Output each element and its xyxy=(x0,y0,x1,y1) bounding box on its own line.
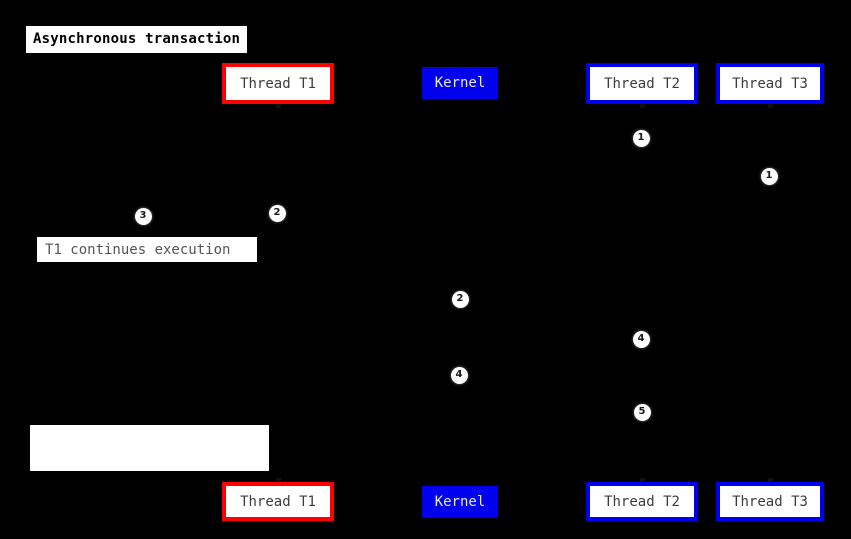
step-marker-1: 1 xyxy=(760,167,778,185)
participant-box-thread-t1[interactable]: Thread T1 xyxy=(222,482,334,521)
lifeline-notch xyxy=(276,104,281,108)
participant-label: Thread T3 xyxy=(732,493,808,510)
diagram-title: Asynchronous transaction xyxy=(26,26,248,53)
blank-note-plate xyxy=(30,425,269,471)
note-box: T1 continues execution xyxy=(36,236,258,263)
participant-label: Kernel xyxy=(434,75,486,91)
lifeline-notch xyxy=(768,478,773,482)
participant-box-kernel[interactable]: Kernel xyxy=(422,67,498,99)
lifeline-notch xyxy=(640,478,645,482)
lifeline-notch xyxy=(276,478,281,482)
step-marker-1: 1 xyxy=(632,129,650,147)
participant-label: Kernel xyxy=(434,494,486,510)
participant-box-thread-t1[interactable]: Thread T1 xyxy=(222,63,334,104)
step-marker-5: 5 xyxy=(633,403,651,421)
participant-box-thread-t3[interactable]: Thread T3 xyxy=(716,63,824,104)
participant-label: Thread T3 xyxy=(732,75,808,92)
participant-label: Thread T1 xyxy=(240,493,316,510)
participant-box-thread-t3[interactable]: Thread T3 xyxy=(716,482,824,521)
participant-label: Thread T1 xyxy=(240,75,316,92)
lifeline-notch xyxy=(768,104,773,108)
participant-label: Thread T2 xyxy=(604,493,680,510)
participant-box-thread-t2[interactable]: Thread T2 xyxy=(586,482,698,521)
lifeline-notch xyxy=(640,104,645,108)
participant-label: Thread T2 xyxy=(604,75,680,92)
step-marker-3: 3 xyxy=(134,207,152,225)
step-marker-4: 4 xyxy=(450,366,468,384)
participant-box-thread-t2[interactable]: Thread T2 xyxy=(586,63,698,104)
step-marker-4: 4 xyxy=(632,330,650,348)
participant-box-kernel[interactable]: Kernel xyxy=(422,486,498,518)
step-marker-2: 2 xyxy=(451,290,469,308)
step-marker-2: 2 xyxy=(268,204,286,222)
